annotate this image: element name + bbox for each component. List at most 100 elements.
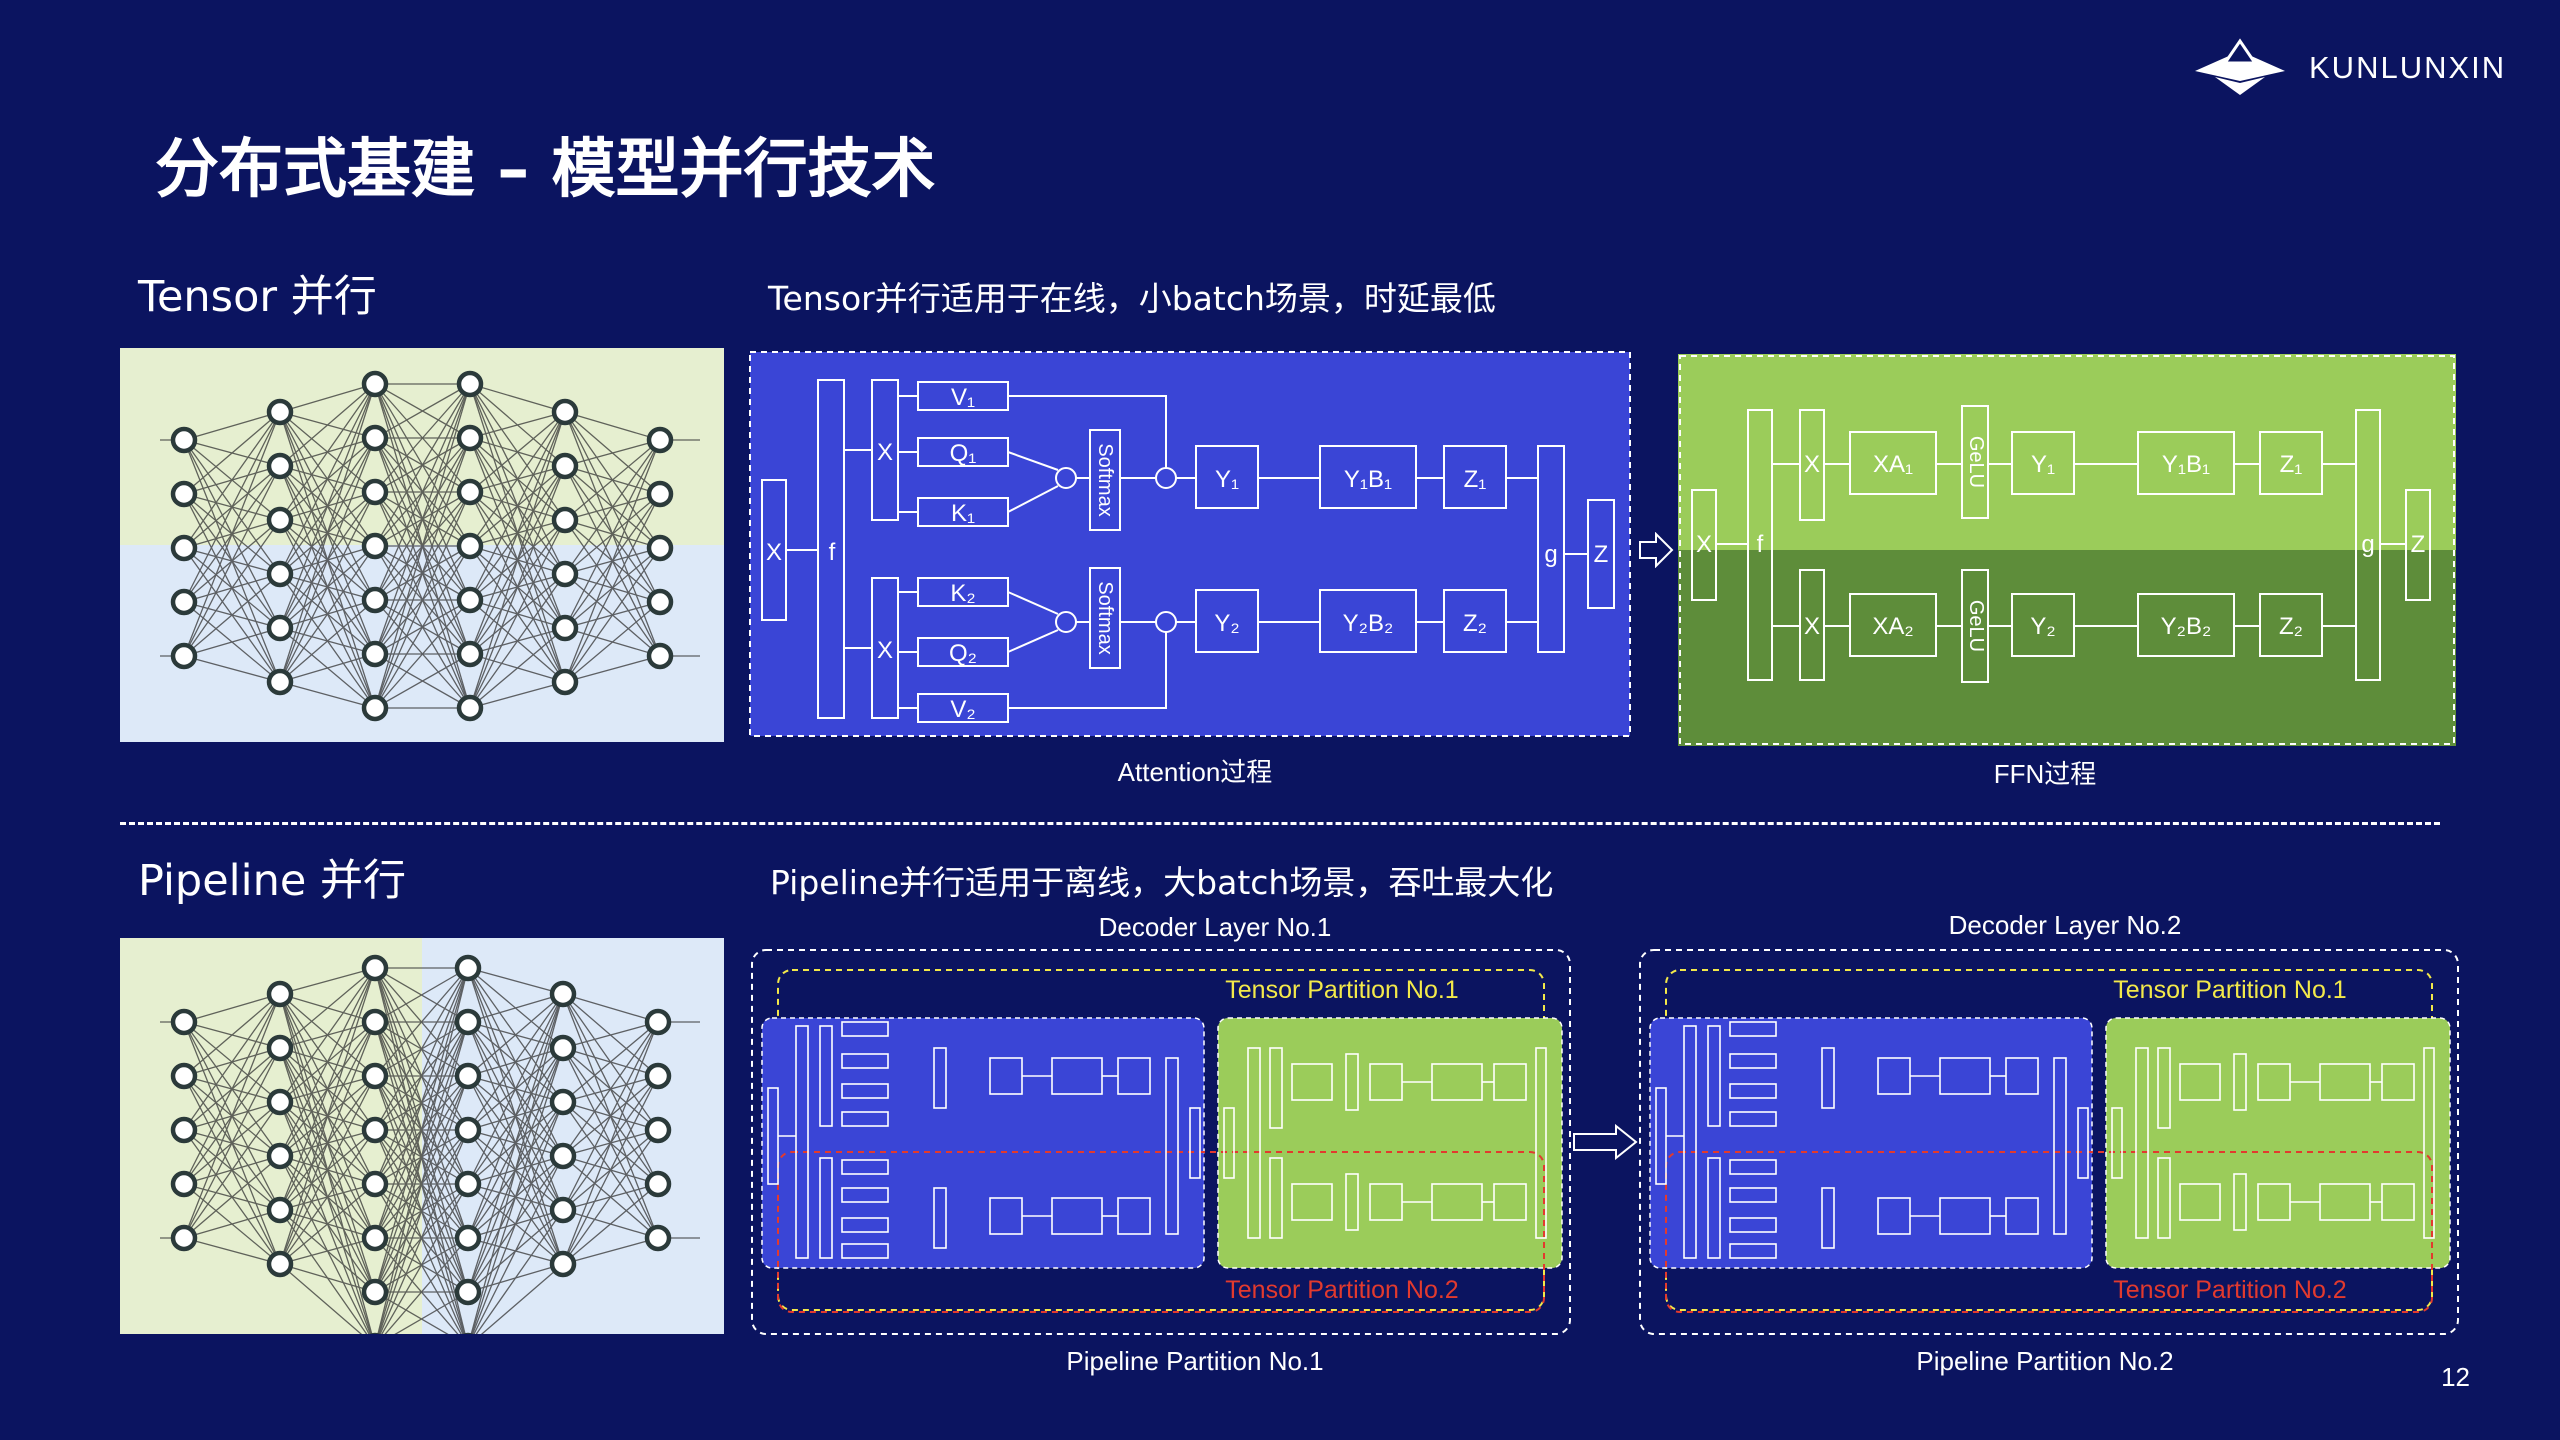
pipeline-partition-2-label: Pipeline Partition No.2 (1916, 1346, 2174, 1376)
attn-softmax2-label: Softmax (1094, 581, 1116, 654)
network-node (266, 560, 294, 588)
pipeline-partition-2-diagram: Tensor Partition No.1 Tensor Partition N… (1639, 949, 2459, 1335)
attn-softmax1-label: Softmax (1094, 443, 1116, 516)
network-node (170, 1116, 198, 1144)
network-node (266, 398, 294, 426)
network-node (646, 480, 674, 508)
network-node (361, 954, 389, 982)
network-node (454, 1116, 482, 1144)
pipeline-partition-1-label: Pipeline Partition No.1 (1066, 1346, 1324, 1376)
network-node (551, 560, 579, 588)
network-node (549, 1088, 577, 1116)
network-node (170, 1224, 198, 1252)
ffn-xa2-label: XA₂ (1872, 613, 1913, 640)
network-node (549, 1196, 577, 1224)
network-node (549, 1250, 577, 1278)
network-node (551, 506, 579, 534)
network-node (361, 640, 389, 668)
network-node (551, 668, 579, 696)
network-node (361, 424, 389, 452)
p1-tensor-partition-2-label: Tensor Partition No.2 (1225, 1276, 1458, 1304)
network-node (454, 954, 482, 982)
network-node (644, 1008, 672, 1036)
network-node (266, 668, 294, 696)
pipeline-partition-1-diagram: Tensor Partition No.1 Tensor Partition N… (751, 949, 1571, 1335)
p2-tensor-partition-2-label: Tensor Partition No.2 (2113, 1276, 2346, 1304)
ffn-caption: FFN过程 (1993, 759, 2097, 789)
network-node (361, 1224, 389, 1252)
network-node (644, 1116, 672, 1144)
page-number: 12 (2441, 1362, 2470, 1392)
network-node (266, 1250, 294, 1278)
network-node (266, 614, 294, 642)
network-node (644, 1062, 672, 1090)
tensor-heading: Tensor 并行 (138, 272, 377, 322)
network-node (454, 1008, 482, 1036)
page-title: 分布式基建 – 模型并行技术 (155, 133, 936, 207)
network-node (266, 980, 294, 1008)
network-node (170, 1062, 198, 1090)
attn-v1-label: V₁ (951, 384, 975, 411)
attn-y2b2-label: Y₂B₂ (1343, 610, 1394, 637)
logo: KUNLUNXIN (2185, 28, 2515, 108)
attn-top-x-label: X (877, 439, 893, 466)
right-arrow-icon (1639, 532, 1674, 568)
attn-z2-label: Z₂ (1463, 610, 1487, 637)
attention-caption: Attention过程 (1117, 757, 1273, 787)
attn-q2-label: Q₂ (949, 640, 977, 667)
ffn-gelu1-label: GeLU (1965, 436, 1987, 488)
attn-v2-label: V₂ (950, 696, 975, 723)
network-node (456, 586, 484, 614)
network-node (456, 694, 484, 722)
attn-z-label: Z (1594, 541, 1609, 568)
network-node (549, 1142, 577, 1170)
network-node (361, 694, 389, 722)
network-node (456, 370, 484, 398)
p2-tensor-partition-1-label: Tensor Partition No.1 (2113, 976, 2346, 1004)
attn-y1-label: Y₁ (1215, 466, 1239, 493)
network-node (266, 1088, 294, 1116)
ffn-gelu2-label: GeLU (1965, 600, 1987, 652)
ffn-y2b2-label: Y₂B₂ (2161, 613, 2212, 640)
network-node (454, 1224, 482, 1252)
ffn-z-label: Z (2411, 531, 2426, 558)
attention-diagram: X f X X V₁ Q₁ K₁ K₂ Q₂ V₂ Y₁ Y₂ Y₁B₁ Y₂B… (749, 351, 1631, 737)
decoder-layer-1-label: Decoder Layer No.1 (1098, 912, 1332, 942)
network-node (646, 426, 674, 454)
ffn-y1-label: Y₁ (2031, 451, 2055, 478)
pipeline-caption: Pipeline并行适用于离线，大batch场景，吞吐最大化 (770, 863, 1554, 902)
network-node (266, 1142, 294, 1170)
logo-text: KUNLUNXIN (2309, 50, 2507, 85)
ffn-y2-label: Y₂ (2030, 613, 2055, 640)
network-node (646, 588, 674, 616)
kunlunxin-logo-icon (2195, 38, 2285, 95)
tensor-network-figure (120, 348, 724, 742)
network-node (454, 1278, 482, 1306)
pipeline-heading: Pipeline 并行 (138, 856, 406, 906)
network-node (361, 478, 389, 506)
ffn-diagram: X f X X XA₁ XA₂ Y₁ Y₂ Y₁B₁ Y₂B₂ Z₁ Z₂ g … (1678, 354, 2456, 746)
network-node (266, 506, 294, 534)
attn-y1b1-label: Y₁B₁ (1344, 466, 1392, 493)
network-node (361, 532, 389, 560)
ffn-y1b1-label: Y₁B₁ (2162, 451, 2210, 478)
pipeline-network-figure (120, 938, 724, 1334)
network-node (170, 534, 198, 562)
attn-x-label: X (766, 539, 782, 566)
decoder-layer-2-label: Decoder Layer No.2 (1948, 910, 2182, 940)
attn-z1-label: Z₁ (1464, 466, 1487, 493)
tensor-caption: Tensor并行适用于在线，小batch场景，时延最低 (768, 279, 1496, 318)
network-node (361, 1062, 389, 1090)
attn-k1-label: K₁ (951, 500, 975, 527)
network-node (361, 1278, 389, 1306)
network-node (170, 642, 198, 670)
network-node (549, 980, 577, 1008)
network-node (456, 532, 484, 560)
attn-f-label: f (829, 539, 836, 566)
network-node (549, 1034, 577, 1062)
network-node (456, 640, 484, 668)
attn-q1-label: Q₁ (950, 440, 977, 467)
network-node (361, 1116, 389, 1144)
network-node (361, 586, 389, 614)
network-node (646, 642, 674, 670)
